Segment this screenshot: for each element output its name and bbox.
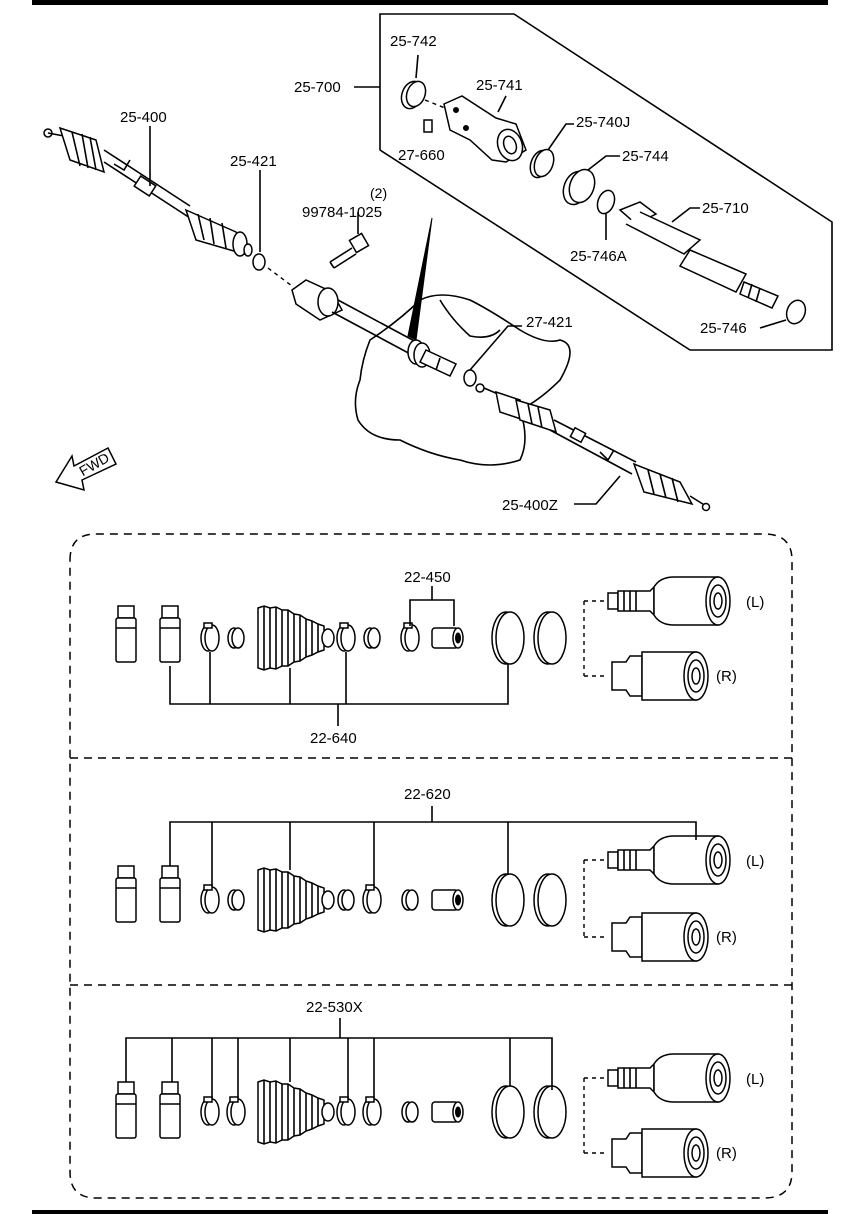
label-kit2-right: (R) bbox=[716, 929, 737, 946]
label-25-746a: 25-746A bbox=[570, 248, 627, 265]
label-22-640: 22-640 bbox=[310, 730, 357, 747]
top-rule bbox=[32, 0, 828, 5]
label-kit3-left: (L) bbox=[746, 1071, 764, 1088]
label-25-400z: 25-400Z bbox=[502, 497, 558, 514]
circlip-25-421 bbox=[252, 253, 266, 271]
label-25-741: 25-741 bbox=[476, 77, 523, 94]
right-drive-shaft bbox=[475, 383, 711, 512]
kit-panel-border bbox=[69, 533, 793, 1199]
label-27-660: 27-660 bbox=[398, 147, 445, 164]
label-25-744: 25-744 bbox=[622, 148, 669, 165]
kit-22-640: 22-450 22-640 (L) (R) bbox=[115, 569, 764, 747]
kit-22-620: 22-620 (L) (R) bbox=[115, 786, 764, 962]
label-22-450: 22-450 bbox=[404, 569, 451, 586]
label-25-740j: 25-740J bbox=[576, 114, 630, 131]
kit-22-530x: 22-530X (L) (R) bbox=[115, 999, 764, 1178]
upper-assembly: FWD 25-742 25-741 25-700 25-740J 27-660 … bbox=[43, 13, 833, 514]
pointer-mark bbox=[407, 217, 433, 341]
label-25-742: 25-742 bbox=[390, 33, 437, 50]
label-25-400: 25-400 bbox=[120, 109, 167, 126]
label-25-710: 25-710 bbox=[702, 200, 749, 217]
label-99784-1025: 99784-1025 bbox=[302, 204, 382, 221]
fwd-arrow-icon: FWD bbox=[54, 446, 118, 492]
label-25-746: 25-746 bbox=[700, 320, 747, 337]
label-22-530x: 22-530X bbox=[306, 999, 363, 1016]
label-kit2-left: (L) bbox=[746, 853, 764, 870]
label-27-421: 27-421 bbox=[526, 314, 573, 331]
label-kit1-right: (R) bbox=[716, 668, 737, 685]
bolt-99784-1025 bbox=[329, 232, 370, 269]
label-25-700: 25-700 bbox=[294, 79, 341, 96]
kit-panel bbox=[69, 533, 793, 1199]
label-qty-2: (2) bbox=[370, 185, 387, 201]
bottom-rule bbox=[32, 1210, 828, 1214]
label-25-421: 25-421 bbox=[230, 153, 277, 170]
label-kit3-right: (R) bbox=[716, 1145, 737, 1162]
left-drive-shaft bbox=[43, 126, 253, 257]
circlip-27-421 bbox=[463, 369, 477, 387]
intermediate-shaft bbox=[291, 279, 458, 377]
label-kit1-left: (L) bbox=[746, 594, 764, 611]
detail-parts bbox=[400, 54, 807, 329]
detail-box-25-700 bbox=[379, 13, 833, 351]
label-22-620: 22-620 bbox=[404, 786, 451, 803]
